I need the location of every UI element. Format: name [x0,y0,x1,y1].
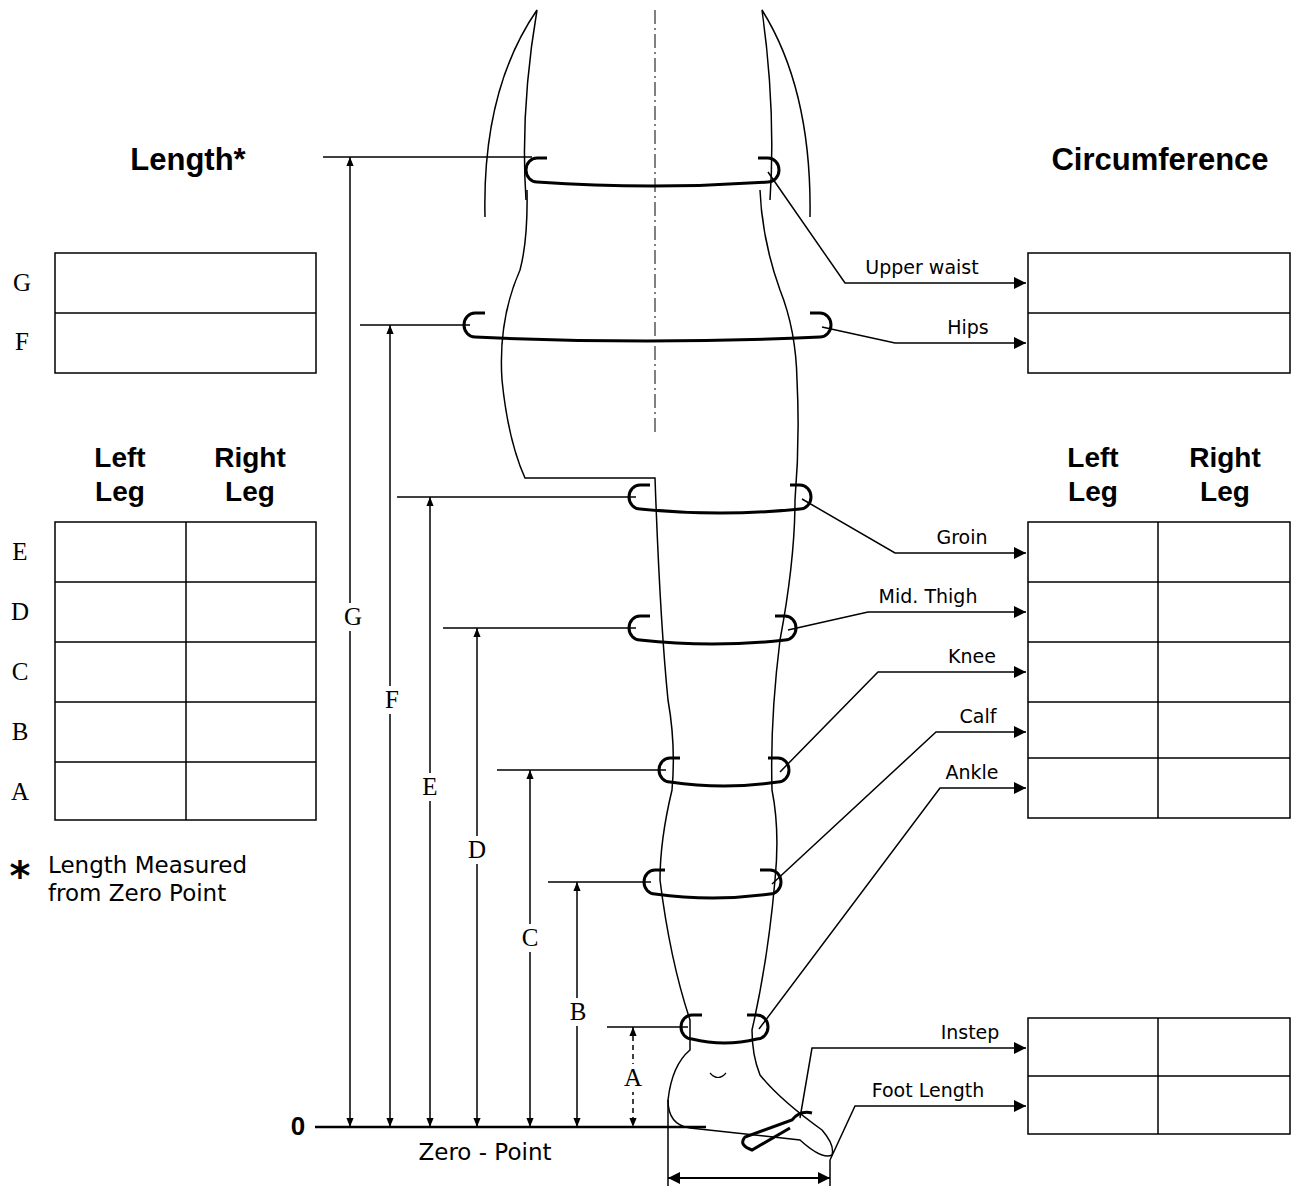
table-rule [1028,641,1290,643]
row-letter: D [11,598,29,627]
dimension-letter: A [622,1064,644,1093]
leader-line [830,1106,1026,1160]
table-rule [1028,312,1290,314]
zero-line [315,1126,706,1129]
table-rule [1028,701,1290,703]
extension-line [607,1026,688,1028]
leader-line [780,672,1026,772]
length-table [55,522,316,820]
row-letter: F [15,328,29,357]
dimension-arrow [476,628,478,1127]
leader-line [759,788,1026,1029]
extension-line [397,496,636,498]
table-rule [55,761,316,763]
table-rule [55,581,316,583]
row-letter: E [12,538,27,567]
callout-label: Ankle [945,762,998,784]
zero-point-label: Zero - Point [419,1139,552,1165]
column-header: Right Leg [1175,441,1275,508]
measuring-ring [629,485,811,513]
table-rule [1028,581,1290,583]
callout-label: Foot Length [872,1080,985,1102]
leader-line [768,172,1026,283]
length-table [55,253,316,373]
arm-outline [762,10,810,217]
instep-band [743,1112,812,1150]
measuring-ring [526,158,779,186]
arm-outline [485,10,537,217]
dimension-letter: F [383,686,401,715]
table-rule [55,641,316,643]
callout-label: Instep [941,1022,1000,1044]
ankle-bone [710,1073,726,1078]
measuring-ring [681,1015,768,1043]
extension-line [667,1100,669,1186]
extension-line [548,881,651,883]
table-rule [1028,1075,1290,1077]
foot-table [1028,1018,1290,1134]
callout-label: Knee [948,646,996,668]
section-heading: Length* [130,142,245,178]
foot-length-arrow [668,1177,830,1179]
footnote-text: Length Measured from Zero Point [48,852,298,907]
column-header: Right Leg [200,441,300,508]
dimension-letter: E [420,773,439,802]
extension-line [497,769,666,771]
dimension-arrow [349,157,351,1127]
extension-line [443,627,636,629]
row-letter: G [13,269,31,298]
section-heading: Circumference [1051,142,1268,178]
table-rule [55,701,316,703]
body-outline [501,190,832,1156]
callout-label: Mid. Thigh [879,586,978,608]
table-rule [185,522,187,820]
row-letter: B [12,718,29,747]
measuring-ring [644,870,781,898]
dimension-letter: B [568,998,589,1027]
callout-label: Calf [960,706,997,728]
table-rule [1157,522,1159,818]
circumference-table [1028,253,1290,373]
table-rule [55,312,316,314]
measuring-ring [464,313,831,341]
leader-line [788,612,1026,630]
circumference-table [1028,522,1290,818]
leader-line [802,499,1026,553]
row-letter: C [12,658,29,687]
extension-line [323,156,532,158]
callout-label: Upper waist [865,257,978,279]
dimension-letter: D [466,836,488,865]
extension-line [360,324,470,326]
callout-label: Groin [936,527,987,549]
dimension-letter: C [520,924,541,953]
dimension-arrow [389,325,391,1127]
leader-line [822,327,1026,343]
zero-mark: 0 [291,1112,305,1142]
leader-line [800,1048,1026,1118]
measuring-ring [659,758,789,786]
table-rule [1028,757,1290,759]
leader-line [772,732,1026,884]
column-header: Left Leg [70,441,170,508]
dimension-letter: G [342,603,364,632]
extension-line [829,1160,831,1186]
callout-label: Hips [947,317,989,339]
footnote-mark: * [10,853,31,899]
column-header: Left Leg [1043,441,1143,508]
centre-line [655,10,656,432]
dimension-arrow [429,497,431,1127]
row-letter: A [11,778,29,807]
measuring-ring [629,616,796,644]
